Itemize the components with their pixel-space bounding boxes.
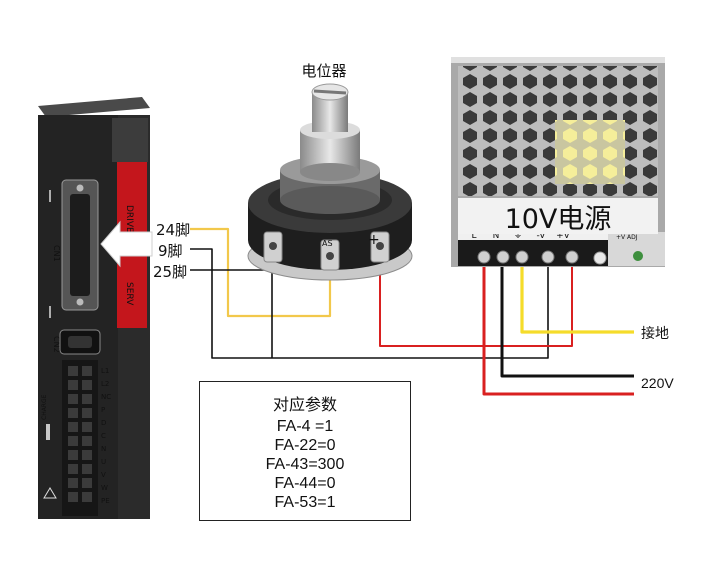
terminal-label: D — [101, 419, 106, 427]
pin9-label: 9脚 — [158, 242, 183, 260]
parameter-line: FA-44=0 — [274, 474, 336, 492]
terminal-label: NC — [101, 393, 111, 401]
parameter-line: FA-43=300 — [265, 455, 345, 473]
drive-side-text-bottom: SERV — [124, 282, 134, 306]
terminal-label: U — [101, 458, 106, 466]
terminal-label: N — [101, 445, 106, 453]
psu-terminal-label: L — [471, 231, 476, 241]
wire-red-ac — [482, 262, 634, 396]
warning-icon — [43, 487, 57, 499]
cn2-label: CN2 — [52, 336, 61, 353]
cn1-label: CN1 — [52, 245, 61, 262]
power-supply: L N ⏚ -V +V +V ADJ — [451, 57, 665, 267]
terminal-label: L1 — [101, 367, 109, 375]
parameter-line: FA-22=0 — [274, 436, 336, 454]
pin24-label: 24脚 — [156, 221, 191, 239]
terminal-label: PE — [101, 497, 110, 505]
charge-label: CHARGE — [41, 394, 48, 420]
terminal-label: C — [101, 432, 106, 440]
potentiometer-label: 电位器 — [301, 62, 346, 80]
terminal-label: L2 — [101, 380, 109, 388]
parameter-box: 对应参数 FA-4 =1 FA-22=0 FA-43=300 FA-44=0 F… — [199, 381, 411, 521]
terminal-label: W — [101, 484, 108, 492]
parameter-line: FA-4 =1 — [276, 417, 334, 435]
cn1-connector — [61, 179, 99, 311]
drive-side-text-top: DRIVE — [124, 205, 134, 233]
psu-terminal-label: N — [493, 231, 500, 241]
ac-220v-label: 220V — [641, 375, 674, 391]
power-terminal-block — [62, 360, 98, 516]
psu-terminal-screws — [477, 250, 579, 264]
terminal-label: V — [101, 471, 106, 479]
terminal-label: P — [101, 406, 105, 414]
servo-drive: CN1 CN2 DRIVE SERV — [38, 97, 150, 519]
psu-terminal-label: ⏚ — [513, 230, 522, 241]
wires — [190, 227, 634, 396]
wire-yellow-ground — [520, 262, 634, 334]
pot-center-pin-label: AS — [322, 239, 333, 248]
parameter-box-title: 对应参数 — [272, 394, 337, 414]
psu-terminal-label: +V — [556, 231, 571, 241]
psu-terminal-label: -V — [537, 231, 547, 241]
parameter-line: FA-53=1 — [274, 493, 336, 511]
wire-red-plus — [379, 255, 573, 347]
ground-label: 接地 — [641, 326, 669, 342]
cn2-port — [59, 329, 101, 355]
wire-black-ac — [500, 262, 634, 378]
arrow-into-connector-icon — [100, 220, 153, 268]
pot-plus-pin-label: + — [368, 232, 380, 248]
power-supply-title: 10V电源 — [458, 198, 658, 235]
pin25-label: 25脚 — [153, 263, 188, 281]
wire-yellow-pin24 — [190, 227, 332, 318]
potentiometer: 电位器 AS + — [247, 62, 413, 281]
wire-black-pin9 — [190, 248, 549, 359]
psu-adj-label: +V ADJ — [616, 234, 638, 241]
